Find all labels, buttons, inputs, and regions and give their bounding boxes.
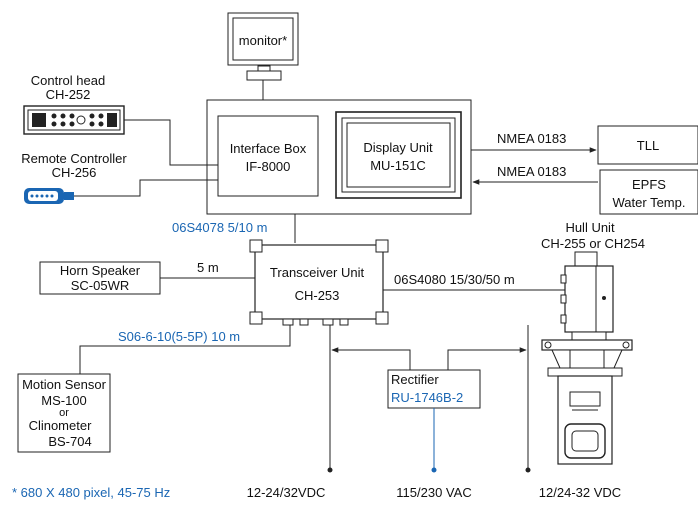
- display-unit-model: MU-151C: [370, 158, 426, 173]
- power-dc-left-label: 12-24/32VDC: [247, 485, 326, 500]
- dc-terminal-right: [525, 467, 531, 473]
- footnote: * 680 X 480 pixel, 45-75 Hz: [12, 485, 170, 500]
- power-dc-right-label: 12/24-32 VDC: [539, 485, 621, 500]
- rectifier-to-transceiver: [331, 347, 411, 370]
- epfs-water-temp: Water Temp.: [613, 195, 686, 210]
- monitor-label: monitor*: [239, 33, 287, 48]
- interface-box: [217, 115, 319, 197]
- control-head-name: Control head: [31, 73, 105, 88]
- motion-sensor-or: or: [59, 407, 69, 419]
- cable-06s4080-label: 06S4080 15/30/50 m: [394, 272, 515, 287]
- remote-controller-name: Remote Controller: [21, 151, 127, 166]
- horn-speaker-name: Horn Speaker: [60, 263, 141, 278]
- horn-cable-label: 5 m: [197, 260, 219, 275]
- clinometer-model: BS-704: [48, 434, 91, 449]
- monitor-icon: [227, 12, 299, 81]
- remote-controller-icon: [24, 188, 74, 204]
- motion-sensor-box: [17, 373, 111, 453]
- motion-sensor-model: MS-100: [41, 393, 87, 408]
- control-head-model: CH-252: [46, 87, 91, 102]
- hull-unit-drawing: [541, 251, 633, 465]
- epfs-box: [599, 169, 698, 215]
- horn-speaker-model: SC-05WR: [71, 278, 130, 293]
- rectifier-to-hull: [447, 347, 527, 370]
- transceiver-model: CH-253: [295, 288, 340, 303]
- transceiver-unit: [249, 239, 389, 326]
- interface-box-model: IF-8000: [246, 159, 291, 174]
- cable-s06-label: S06-6-10(5-5P) 10 m: [118, 329, 240, 344]
- tll-box: [597, 125, 698, 165]
- epfs-name: EPFS: [632, 177, 666, 192]
- remote-controller-model: CH-256: [52, 165, 97, 180]
- display-unit-name: Display Unit: [363, 140, 433, 155]
- motion-sensor-cable: [79, 325, 291, 374]
- clinometer-name: Clinometer: [29, 418, 93, 433]
- rectifier-box: [387, 369, 481, 409]
- hull-unit-model: CH-255 or CH254: [541, 236, 645, 251]
- display-unit: [335, 111, 462, 199]
- nmea-in-label: NMEA 0183: [497, 164, 566, 179]
- horn-speaker-box: [39, 261, 161, 295]
- nmea-out-label: NMEA 0183: [497, 131, 566, 146]
- remote-controller-cable: [74, 179, 218, 197]
- ac-terminal: [431, 467, 437, 473]
- hull-unit-name: Hull Unit: [565, 220, 615, 235]
- rectifier-name: Rectifier: [391, 372, 439, 387]
- control-head-icon: [23, 105, 125, 135]
- dc-terminal-left: [327, 467, 333, 473]
- motion-sensor-name: Motion Sensor: [22, 377, 106, 392]
- transceiver-name: Transceiver Unit: [270, 265, 365, 280]
- cable-06s4078-label: 06S4078 5/10 m: [172, 220, 267, 235]
- interface-box-name: Interface Box: [230, 141, 307, 156]
- power-ac-label: 115/230 VAC: [396, 485, 471, 500]
- tll-label: TLL: [637, 138, 659, 153]
- control-head-cable: [124, 119, 218, 166]
- rectifier-model: RU-1746B-2: [391, 390, 463, 405]
